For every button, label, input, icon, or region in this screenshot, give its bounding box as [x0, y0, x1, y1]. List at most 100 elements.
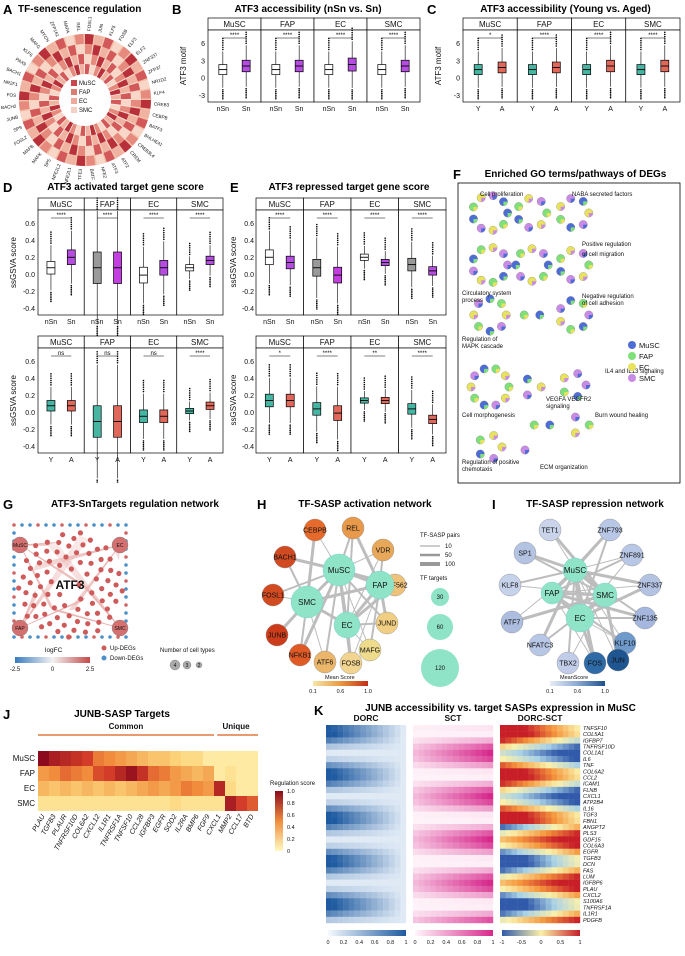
go-node	[476, 193, 486, 203]
sct-cell	[424, 793, 431, 800]
sct-cell	[441, 780, 448, 788]
hub-node	[333, 611, 361, 639]
sct-cell	[435, 725, 442, 732]
diff-cell	[551, 885, 558, 893]
target-node	[76, 582, 82, 588]
dorc-cell	[360, 892, 367, 899]
sct-cell	[441, 774, 448, 781]
dorc-cell	[388, 786, 395, 794]
dorc-cell	[388, 780, 395, 788]
sct-cell	[413, 817, 419, 825]
go-node	[584, 310, 594, 320]
sct-cell	[435, 755, 442, 763]
diff-cell	[574, 749, 581, 757]
heatmap-cell	[214, 766, 225, 781]
dorc-cell	[337, 904, 344, 911]
sct-cell	[464, 749, 471, 757]
dorc-cell	[331, 842, 338, 849]
dorc-cell	[331, 854, 338, 862]
x-tick: Y	[49, 457, 54, 464]
hub-node	[365, 570, 395, 600]
diff-cell	[545, 910, 552, 918]
facet-frame	[37, 347, 85, 454]
target-node	[44, 569, 50, 575]
diff-cell	[500, 768, 506, 775]
dorc-cell	[337, 743, 344, 750]
heatmap-cell	[126, 781, 137, 796]
facet-frame	[350, 347, 399, 454]
hub-label: FAP	[372, 581, 387, 590]
heatmap-sector	[111, 121, 123, 132]
diff-cell	[562, 848, 569, 856]
row-label: EC	[24, 784, 35, 793]
x-tick: Sn	[348, 106, 357, 113]
sct-cell	[447, 793, 454, 800]
sct-cell	[447, 885, 454, 893]
sct-cell	[470, 805, 477, 812]
heatmap-sector	[47, 146, 60, 159]
diff-cell	[562, 743, 569, 750]
dorc-cell	[383, 830, 390, 837]
tf-label: NFE2L2	[51, 163, 62, 181]
x-tick: Y	[141, 457, 146, 464]
heatmap-cell	[38, 766, 49, 781]
go-node	[497, 322, 506, 331]
dorc-cell	[366, 725, 372, 732]
dorc-cell	[383, 898, 390, 905]
go-node	[584, 208, 594, 218]
diff-cell	[528, 916, 535, 924]
sct-cell	[424, 836, 431, 843]
sct-cell	[470, 743, 477, 750]
dorc-cell	[388, 799, 395, 806]
facet-label: MuSC	[223, 20, 245, 29]
dorc-cell	[394, 737, 401, 744]
target-node	[33, 551, 39, 557]
sct-cell	[424, 725, 431, 732]
dorc-cell	[371, 731, 378, 738]
gene-label: COL6A2	[583, 769, 604, 775]
colorbar-title: MeanScore	[560, 675, 588, 681]
heatmap-sector	[106, 125, 118, 137]
diff-cell	[574, 786, 581, 794]
diff-cell	[551, 780, 558, 788]
diff-cell	[574, 879, 581, 887]
diff-cell	[568, 786, 575, 794]
diff-cell	[551, 910, 558, 918]
diff-cell	[562, 867, 569, 874]
diff-cell	[551, 755, 558, 763]
facet-label: SMC	[644, 20, 662, 29]
diff-cell	[534, 898, 541, 905]
tf-node	[583, 651, 607, 675]
dorc-cell	[360, 774, 367, 781]
diff-cell	[505, 854, 512, 862]
x-tick: Y	[95, 457, 100, 464]
sct-cell	[453, 774, 459, 781]
diff-cell	[511, 885, 518, 893]
sct-cell	[430, 793, 437, 800]
diff-cell	[557, 755, 564, 763]
dorc-cell	[326, 898, 332, 905]
dorc-cell	[371, 805, 378, 812]
sct-cell	[441, 910, 448, 918]
go-node	[556, 267, 566, 276]
colorbar-tick: 0.2	[427, 940, 435, 946]
heatmap-cell	[60, 796, 71, 811]
heatmap-cell	[38, 751, 49, 766]
diff-cell	[534, 916, 541, 924]
sct-cell	[481, 780, 488, 788]
y-tick: 0.0	[25, 272, 35, 279]
dorc-cell	[371, 762, 378, 769]
sct-cell	[481, 755, 488, 763]
gene-label: EGFR	[583, 850, 598, 856]
dorc-cell	[400, 824, 407, 831]
diff-cell	[574, 824, 581, 831]
sct-cell	[435, 768, 442, 775]
go-node	[539, 249, 548, 258]
diff-cell	[545, 743, 552, 750]
sct-cell	[453, 842, 459, 849]
heatmap-sector	[44, 117, 56, 128]
diff-cell	[505, 749, 512, 757]
gene-label: CCL2	[583, 775, 597, 781]
y-tick: -0.4	[242, 306, 254, 313]
